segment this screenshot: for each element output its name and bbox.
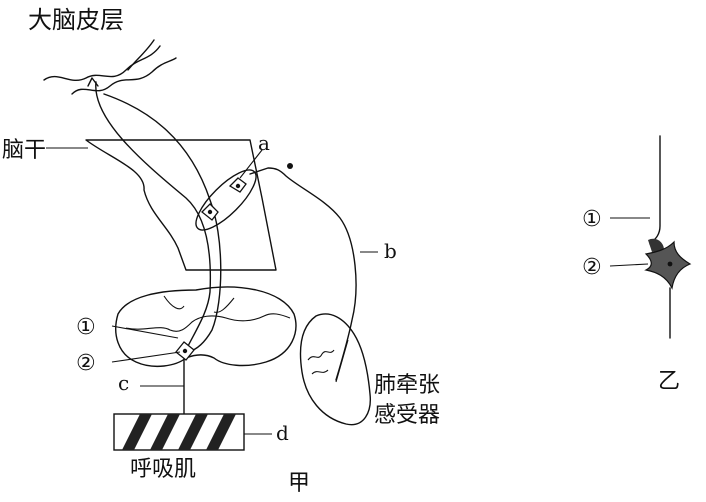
axon-1 (650, 136, 660, 244)
label-circled-2: ② (76, 351, 96, 376)
receptor-label-line2: 感受器 (374, 403, 440, 428)
receptor-label-line1: 肺牵张 (374, 373, 440, 398)
leader-lines (46, 148, 378, 434)
yi-label-circled-1: ① (582, 207, 602, 232)
nerve-ending-dot (287, 163, 293, 169)
diagram-yi: ① ② 乙 (582, 136, 690, 394)
diagram-jia: 大脑皮层 脑干 a b c d ① ② 肺牵张 感受器 呼吸肌 甲 (2, 6, 440, 496)
brainstem-neuron-upper (230, 178, 246, 192)
respiratory-muscle (114, 414, 244, 450)
cerebral-cortex-shape (44, 40, 176, 94)
label-circled-1: ① (76, 315, 96, 340)
brainstem-label: 脑干 (2, 138, 46, 163)
nucleus-dot (668, 262, 673, 267)
spinal-cord (116, 287, 296, 366)
label-d: d (276, 421, 289, 445)
label-a: a (258, 131, 270, 155)
muscle-label: 呼吸肌 (130, 457, 196, 482)
alveoli-detail (308, 350, 334, 374)
lung-receptor-outline (301, 314, 371, 425)
cortex-label: 大脑皮层 (28, 6, 124, 34)
label-b: b (384, 239, 397, 263)
spinal-neuron (176, 342, 194, 360)
brainstem-outline (86, 140, 276, 270)
caption-yi: 乙 (658, 369, 680, 394)
receptor-leader (336, 340, 348, 382)
label-c: c (118, 371, 129, 395)
yi-label-circled-2: ② (582, 255, 602, 280)
caption-jia: 甲 (288, 471, 310, 496)
leader-yi-2 (610, 264, 648, 266)
